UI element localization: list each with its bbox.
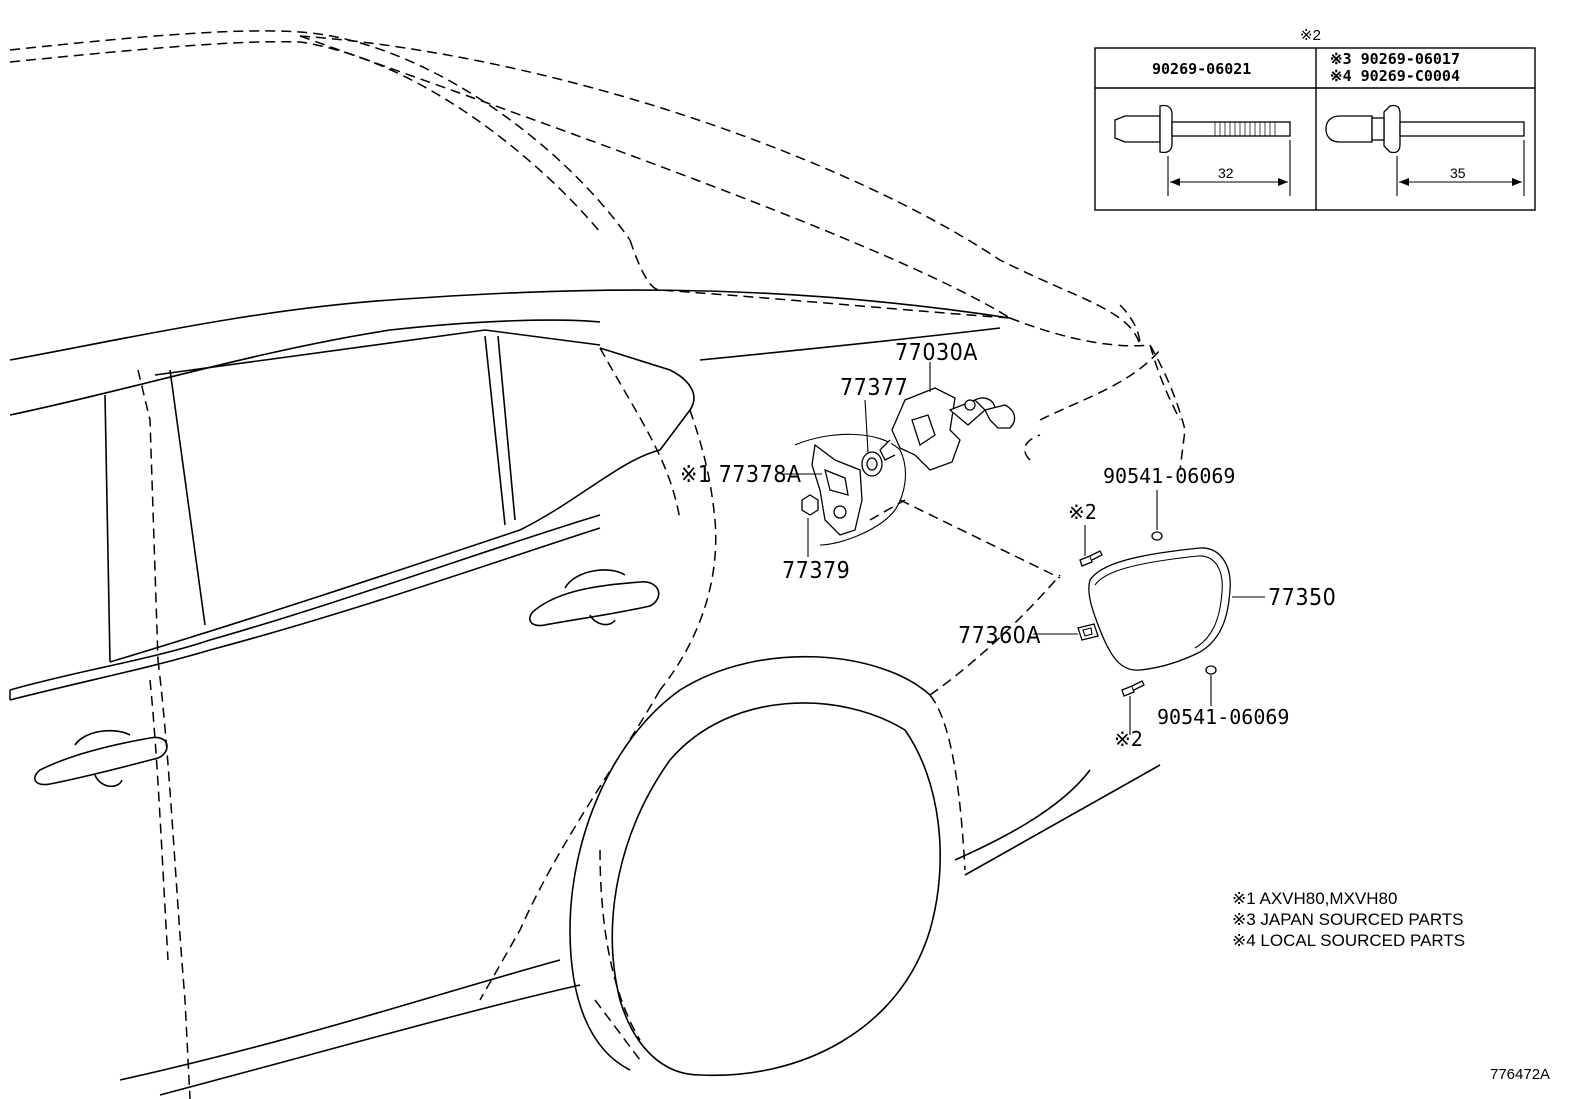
- table-col2-part-line2: ※4 90269-C0004: [1330, 67, 1460, 85]
- label-77379: 77379: [782, 558, 850, 584]
- bracket-77378a: [811, 443, 863, 536]
- note-3: ※3 JAPAN SOURCED PARTS: [1232, 910, 1464, 929]
- grommet-77377: [861, 451, 883, 477]
- leader-lines: [780, 362, 1265, 735]
- rivet-top: [1079, 550, 1103, 567]
- rivet-bottom: [1121, 680, 1145, 697]
- table-heading: ※2: [1300, 27, 1321, 44]
- label-77378a: ※1 77378A: [680, 462, 802, 488]
- label-77360a: 77360A: [958, 623, 1041, 649]
- note-4: ※4 LOCAL SOURCED PARTS: [1232, 931, 1465, 950]
- dim-length-35: 35: [1450, 165, 1466, 181]
- rivet-90269-06017-drawing: 35: [1325, 104, 1525, 196]
- rear-door-handle: [529, 569, 660, 627]
- label-77350: 77350: [1268, 585, 1336, 611]
- fuel-lid-lock-actuator: [879, 387, 1016, 471]
- label-rivet-top: ※2: [1068, 500, 1097, 524]
- footnotes: ※1 AXVH80,MXVH80 ※3 JAPAN SOURCED PARTS …: [1232, 889, 1465, 950]
- nut-77379: [801, 494, 819, 516]
- screw-90541-bottom: [1205, 665, 1217, 675]
- label-77377: 77377: [840, 375, 908, 401]
- rivet-90269-06021-drawing: 32: [1114, 104, 1291, 196]
- illustration-reference-number: 776472A: [1490, 1066, 1550, 1083]
- fastener-table: ※2 90269-06021 ※3 90269-06017 ※4 90269-C…: [1094, 27, 1536, 211]
- table-col1-part: 90269-06021: [1152, 60, 1251, 78]
- table-col2-part-line1: ※3 90269-06017: [1330, 50, 1460, 68]
- note-1: ※1 AXVH80,MXVH80: [1232, 889, 1397, 908]
- label-90541-bottom: 90541-06069: [1157, 705, 1289, 729]
- screw-90541-top: [1151, 531, 1163, 541]
- hinge-clip-77360a: [1077, 623, 1099, 641]
- rear-wheel: [569, 655, 941, 1077]
- label-rivet-bottom: ※2: [1114, 727, 1143, 751]
- fuel-door-lid: [1088, 547, 1231, 671]
- front-door-handle: [34, 729, 168, 788]
- car-body-outline: [9, 30, 1186, 1099]
- label-77030a: 77030A: [895, 340, 978, 366]
- label-90541-top: 90541-06069: [1103, 464, 1235, 488]
- dim-length-32: 32: [1218, 165, 1234, 181]
